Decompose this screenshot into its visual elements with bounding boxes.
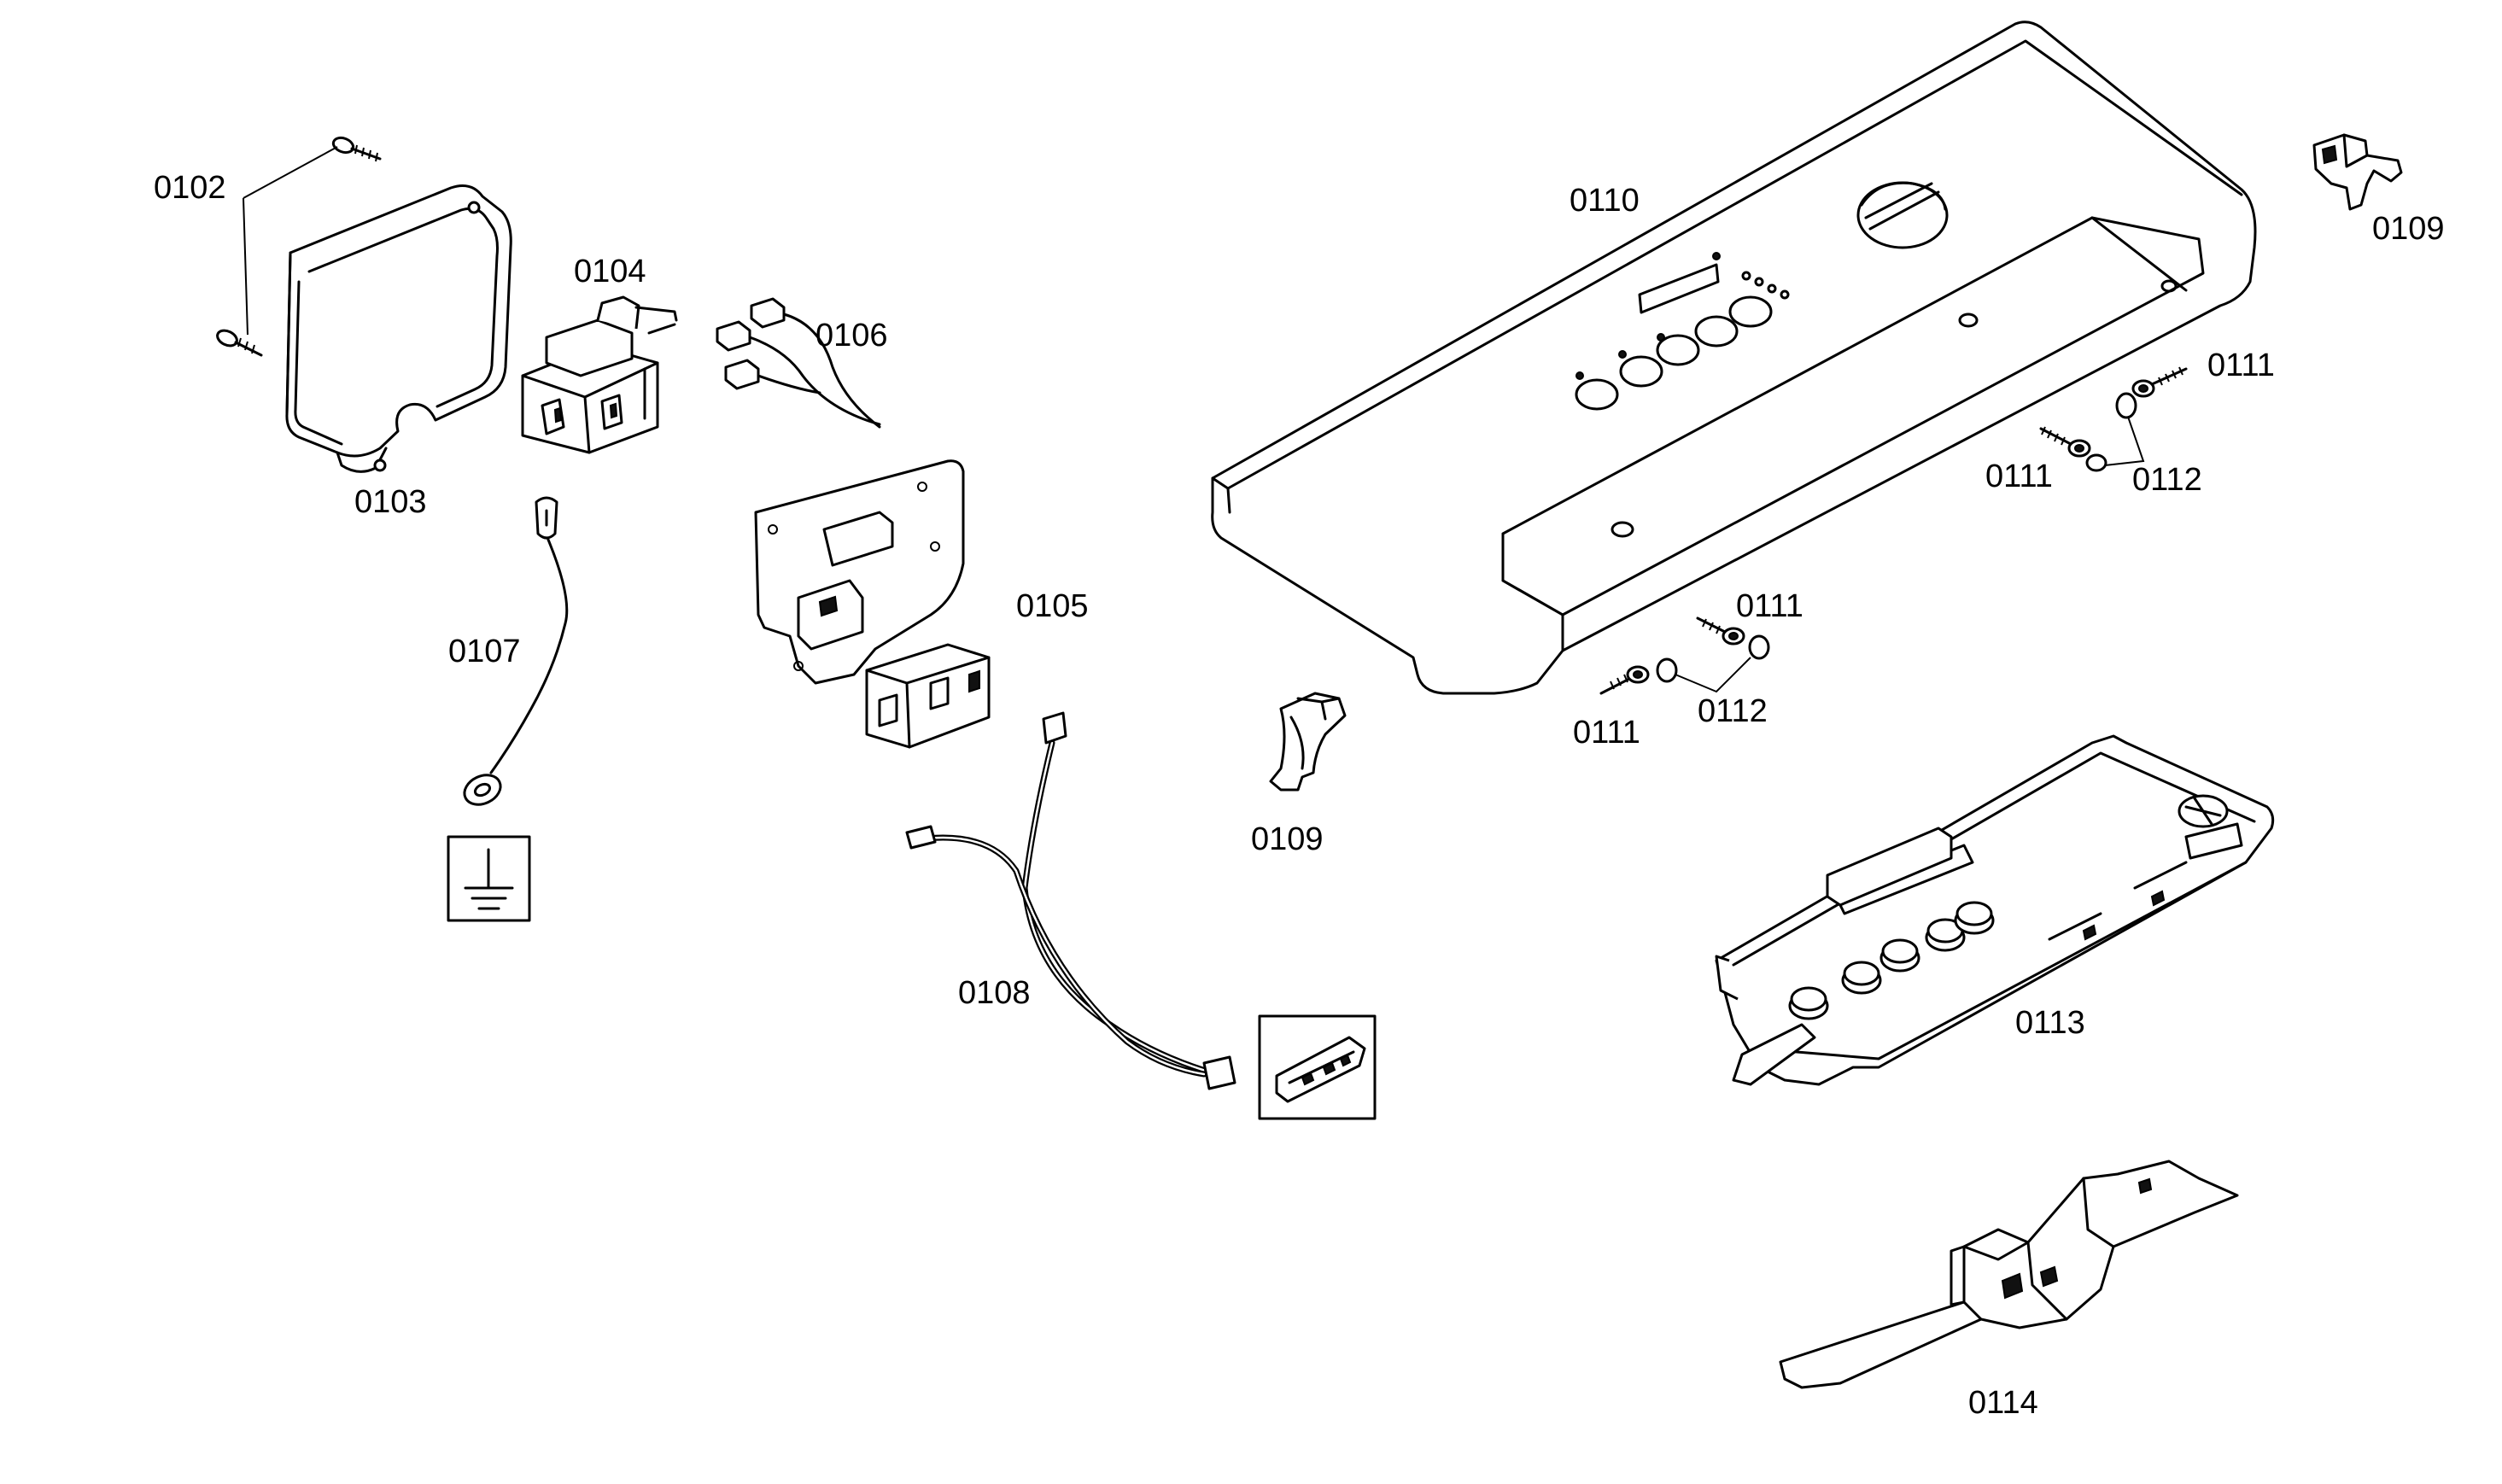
panel-button bbox=[1656, 334, 1700, 366]
label-0106: 0106 bbox=[815, 318, 888, 353]
part-0111-screw-center-lower bbox=[1599, 665, 1650, 695]
panel-button bbox=[1619, 355, 1663, 388]
part-0111-screw-mid-right bbox=[2039, 426, 2091, 458]
label-0111-upper-right: 0111 bbox=[2207, 348, 2275, 383]
label-0109-right: 0109 bbox=[2372, 211, 2445, 247]
label-0103: 0103 bbox=[354, 484, 427, 520]
ground-symbol-icon bbox=[447, 835, 531, 922]
part-0107-ground-wire bbox=[463, 496, 569, 806]
switch-knob-icon bbox=[1954, 901, 1995, 935]
part-0102-screws bbox=[216, 136, 382, 357]
label-0111-mid-right: 0111 bbox=[1985, 459, 2053, 494]
panel-button bbox=[1575, 378, 1619, 411]
label-0105: 0105 bbox=[1016, 588, 1089, 624]
label-0112-center: 0112 bbox=[1698, 693, 1768, 729]
part-0112-washer-center bbox=[1656, 634, 1770, 693]
part-0106-connector-cable bbox=[716, 297, 881, 429]
part-0110-control-panel bbox=[1211, 20, 2257, 695]
part-0109-clip-right bbox=[2312, 133, 2403, 211]
part-0109-clip-left bbox=[1269, 692, 1347, 792]
panel-button bbox=[1728, 295, 1773, 328]
part-0112-washer-upper bbox=[2085, 392, 2145, 472]
switch-knob-icon bbox=[1788, 986, 1829, 1020]
leader-line bbox=[243, 146, 338, 199]
label-0110: 0110 bbox=[1570, 183, 1640, 219]
part-0105-terminal-block bbox=[754, 459, 991, 749]
label-0102: 0102 bbox=[154, 170, 226, 206]
leader-line bbox=[243, 197, 248, 336]
switch-knob-icon bbox=[1879, 938, 1920, 973]
program-knob-icon bbox=[1856, 181, 1949, 249]
label-0112-upper: 0112 bbox=[2132, 462, 2202, 498]
switch-knob-icon bbox=[1841, 961, 1882, 995]
switch-knob-icon bbox=[1925, 918, 1966, 952]
screw-icon bbox=[331, 136, 382, 162]
part-0108-wire-harness bbox=[905, 711, 1377, 1120]
screw-icon bbox=[216, 329, 263, 357]
label-0104: 0104 bbox=[574, 254, 646, 289]
part-0104-relay-block bbox=[521, 295, 678, 454]
part-0113-control-board bbox=[1715, 734, 2275, 1086]
label-0114: 0114 bbox=[1968, 1385, 2038, 1421]
part-0114-support-bracket bbox=[1779, 1160, 2239, 1389]
label-0111-center-lower: 0111 bbox=[1573, 715, 1640, 751]
part-0111-screw-upper-right bbox=[2131, 366, 2188, 398]
display-window bbox=[1638, 263, 1720, 314]
label-0108: 0108 bbox=[958, 975, 1031, 1011]
label-0111-center-upper: 0111 bbox=[1736, 588, 1803, 624]
label-0109-left: 0109 bbox=[1251, 821, 1324, 857]
label-0113: 0113 bbox=[2015, 1005, 2085, 1041]
label-0107: 0107 bbox=[448, 634, 521, 669]
part-labels: 0102 0103 0104 0105 0106 0107 0108 0109 … bbox=[154, 170, 2445, 1421]
part-0111-screw-center-upper bbox=[1696, 616, 1745, 646]
panel-button bbox=[1694, 315, 1739, 348]
part-0103-cover bbox=[285, 184, 512, 473]
